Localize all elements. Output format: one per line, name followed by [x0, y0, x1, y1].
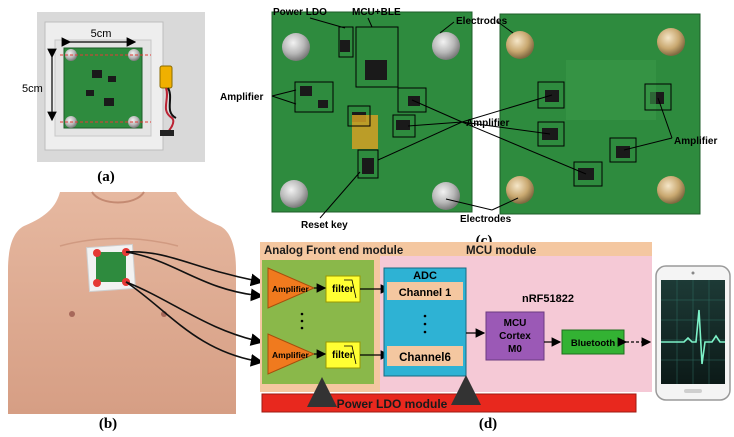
- channel-6-label: Channel6: [399, 352, 451, 364]
- electrode-c-7: [506, 176, 534, 204]
- label-power-ldo: Power LDO: [273, 7, 327, 18]
- channel-1-label: Channel 1: [399, 287, 452, 299]
- electrode-a-2: [128, 49, 140, 61]
- label-amplifier-mid: Amplifier: [466, 118, 509, 129]
- amplifier-2-label: Amplifier: [272, 350, 310, 360]
- mcu-line-1: MCU: [504, 318, 527, 329]
- label-mcu-ble: MCU+BLE: [352, 7, 401, 18]
- electrode-c-3: [280, 180, 308, 208]
- panel-c-callout-boxes: [294, 26, 672, 187]
- electrode-c-5: [506, 31, 534, 59]
- electrode-c-6: [657, 28, 685, 56]
- label-amplifier-left: Amplifier: [220, 92, 263, 103]
- filter-2-label: filter: [332, 350, 354, 361]
- ecg-trace: [661, 309, 725, 365]
- adc-ellipsis: [423, 314, 427, 334]
- panel-c-pcb-back: [499, 13, 701, 215]
- panel-label-b: (b): [99, 416, 117, 432]
- electrode-a-4: [128, 116, 140, 128]
- panel-b-torso-photo: [0, 191, 236, 414]
- height-dimension: 5cm: [22, 83, 43, 95]
- electrode-c-1: [282, 33, 310, 61]
- amplifier-2: [267, 333, 316, 375]
- signal-wires: [125, 251, 264, 367]
- panel-a-dimensions: 5cm 5cm: [22, 28, 137, 122]
- panel-c-leaders: [271, 17, 673, 219]
- panel-label-a: (a): [97, 169, 115, 185]
- chip-label: nRF51822: [522, 293, 574, 305]
- label-electrodes-bottom: Electrodes: [460, 214, 512, 225]
- amplifier-1-label: Amplifier: [272, 284, 310, 294]
- channel-6-box: [387, 346, 463, 366]
- mcu-title: MCU module: [466, 245, 536, 257]
- panel-c-labels: Power LDO MCU+BLE Electrodes Amplifier A…: [220, 7, 717, 231]
- pcb-on-chest: [96, 252, 126, 282]
- block-diagram: Analog Front end module MCU module Ampli…: [260, 242, 652, 413]
- electrode-c-8: [657, 176, 685, 204]
- electrode-c-4: [432, 182, 460, 210]
- electrode-c-2: [432, 32, 460, 60]
- amp-ellipsis: [300, 312, 304, 330]
- afe-title: Analog Front end module: [264, 245, 403, 257]
- mcu-line-3: M0: [508, 344, 522, 355]
- filter-1-label: filter: [332, 284, 354, 295]
- width-dimension: 5cm: [91, 28, 112, 40]
- label-electrodes-top: Electrodes: [456, 16, 508, 27]
- battery: [159, 65, 173, 89]
- channel-1-box: [387, 282, 463, 300]
- torso: [8, 192, 236, 414]
- panel-a-photo: [37, 12, 205, 162]
- panel-label-d: (d): [479, 416, 497, 432]
- power-ldo-block: [261, 393, 637, 413]
- bluetooth-label: Bluetooth: [571, 338, 616, 349]
- label-reset-key: Reset key: [301, 220, 348, 231]
- smartphone: [655, 265, 731, 401]
- mcu-line-2: Cortex: [499, 331, 531, 342]
- mcu-core-block: [485, 311, 545, 361]
- adc-title: ADC: [413, 270, 437, 282]
- pcb-board-a: [63, 47, 143, 129]
- label-amplifier-right: Amplifier: [674, 136, 717, 147]
- amplifier-1: [267, 267, 316, 309]
- power-ldo-label: Power LDO module: [337, 397, 448, 411]
